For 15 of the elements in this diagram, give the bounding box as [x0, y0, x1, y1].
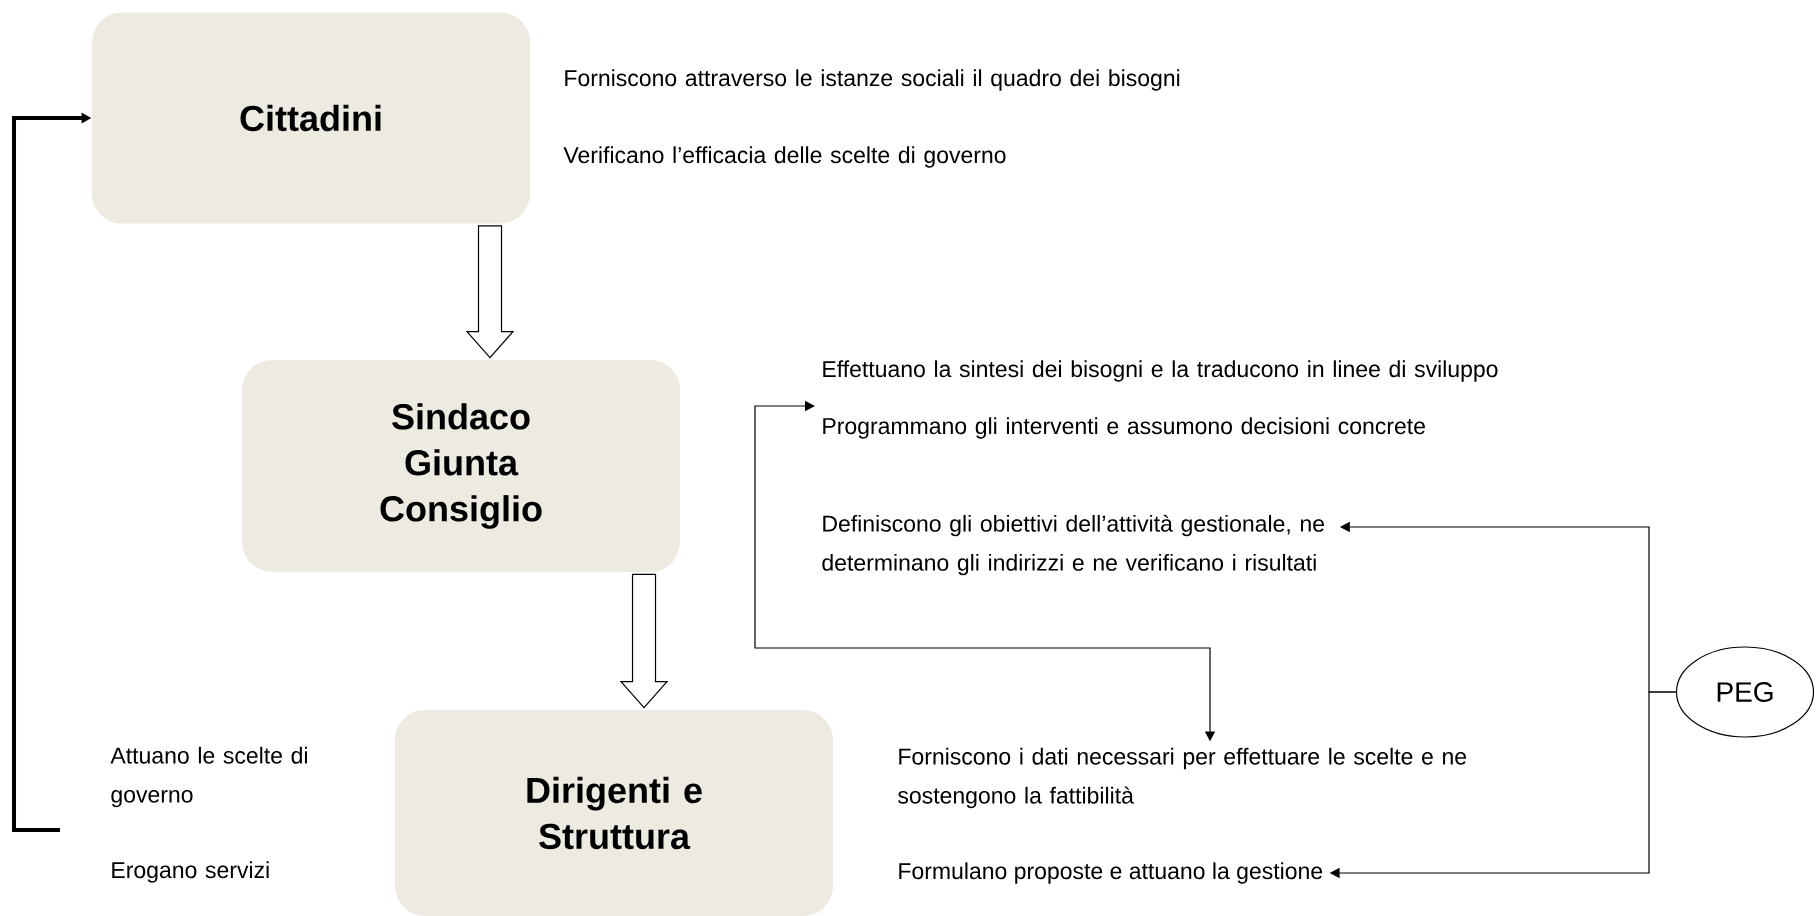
description-text: Verificano l’efficacia delle scelte di governo [563, 146, 1006, 168]
description-text: Programmano gli interventi e assumono decisioni concrete [823, 417, 1425, 439]
block-arrow [465, 225, 515, 359]
description-text: Erogano servizi [112, 861, 269, 883]
ellipse-node: PEG [1675, 646, 1815, 738]
description-text: Forniscono attraverso le istanze sociali il quadro dei bisogni [565, 69, 1180, 91]
description-text: Effettuano la sintesi dei bisogni e la traducono in linee di sviluppo [823, 360, 1498, 382]
block-arrow [619, 573, 669, 709]
rounded-box: Dirigenti e Struttura [395, 710, 833, 916]
description-text: Attuano le scelte di governo [110, 746, 307, 808]
rounded-box: Sindaco Giunta Consiglio [242, 360, 680, 572]
description-text: Definiscono gli obiettivi dell’attività gestionale, ne determinano gli indirizzi e ne verificano i risultati [822, 514, 1324, 576]
description-text: Forniscono i dati necessari per effettuare le scelte e ne sostengono la fattibilità [898, 747, 1467, 809]
description-text: Formulano proposte e attuano la gestione [899, 862, 1323, 884]
rounded-box: Cittadini [92, 12, 530, 224]
